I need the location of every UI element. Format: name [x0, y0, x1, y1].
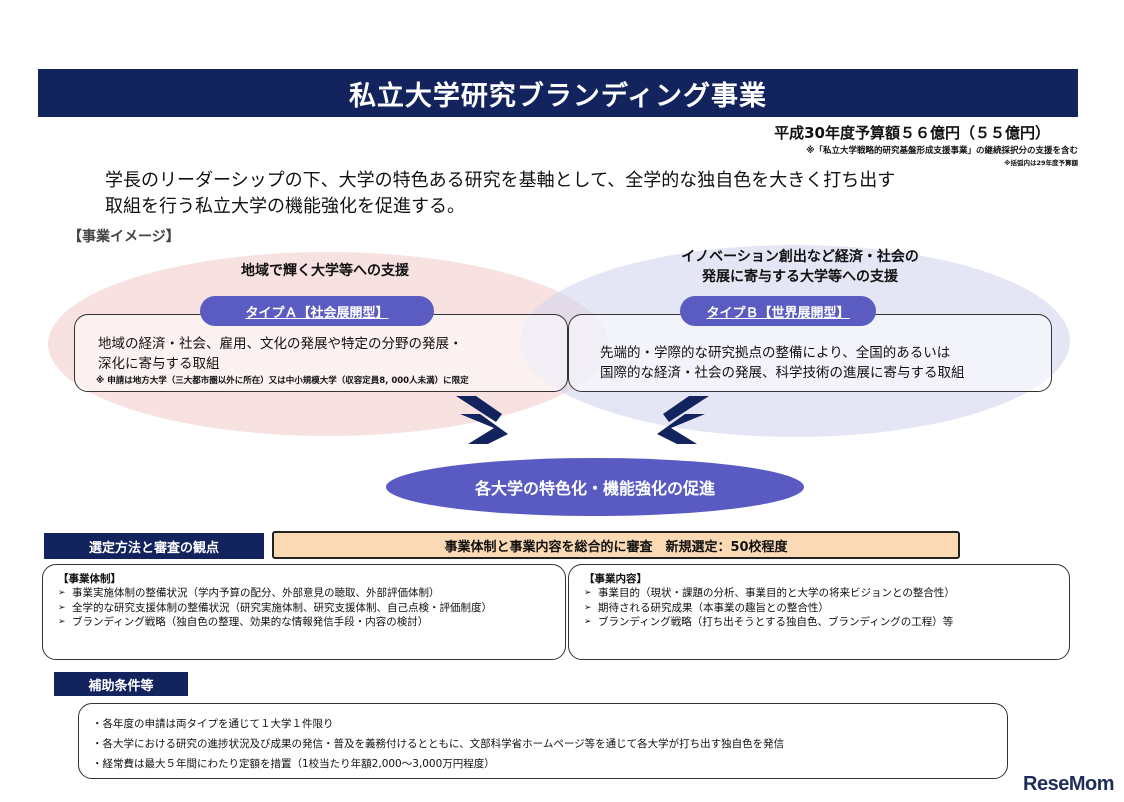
page-title: 私立大学研究ブランディング事業 [38, 69, 1078, 117]
aid-line: ・経常費は最大５年間にわたり定額を措置（1校当たり年額2,000～3,000万円… [92, 758, 495, 770]
aid-conditions-label: 補助条件等 [54, 672, 188, 696]
chevron-down-right-icon [456, 396, 508, 444]
budget-amount: 平成30年度予算額５６億円（５５億円） [774, 124, 1050, 142]
budget-footnote: ※括弧内は29年度予算額 [1004, 159, 1078, 167]
criteria-structure-title: 【事業体制】 [58, 573, 121, 585]
watermark-logo: ReseMom [1023, 773, 1114, 795]
type-b-heading-line: 発展に寄与する大学等への支援 [702, 269, 898, 285]
aid-conditions-box [78, 703, 1008, 779]
type-a-label: タイプＡ【社会展開型】 [200, 296, 434, 326]
type-b-heading: イノベーション創出など経済・社会の 発展に寄与する大学等への支援 [600, 247, 1000, 287]
list-item: 事業実施体制の整備状況（学内予算の配分、外部意見の聴取、外部評価体制） [58, 586, 558, 601]
type-b-desc-line: 先端的・学際的な研究拠点の整備により、全国的あるいは [600, 345, 951, 361]
section-label: 【事業イメージ】 [68, 229, 180, 245]
intro-line: 学長のリーダーシップの下、大学の特色ある研究を基軸として、全学的な独自色を大きく… [105, 170, 896, 191]
type-a-box [74, 314, 568, 392]
type-a-note: ※ 申請は地方大学（三大都市圏以外に所在）又は中小規模大学（収容定員8, 000… [96, 376, 469, 386]
aid-conditions: ・各年度の申請は両タイプを通じて１大学１件限り ・各大学における研究の進捗状況及… [92, 714, 992, 774]
criteria-structure-list: 事業実施体制の整備状況（学内予算の配分、外部意見の聴取、外部評価体制） 全学的な… [58, 586, 558, 630]
budget-note: ※「私立大学戦略的研究基盤形成支援事業」の継続採択分の支援を含む [806, 146, 1078, 156]
type-a-desc-line: 深化に寄与する取組 [98, 356, 220, 372]
list-item: 事業目的（現状・課題の分析、事業目的と大学の将来ビジョンとの整合性） [584, 586, 1054, 601]
list-item: ブランディング戦略（打ち出そうとする独自色、ブランディングの工程）等 [584, 615, 1054, 630]
type-a-description: 地域の経済・社会、雇用、文化の発展や特定の分野の発展・ 深化に寄与する取組 [98, 334, 463, 374]
type-b-label: タイプＢ【世界展開型】 [680, 296, 876, 326]
list-item: 全学的な研究支援体制の整備状況（研究実施体制、研究支援体制、自己点検・評価制度） [58, 601, 558, 616]
criteria-content-title: 【事業内容】 [584, 573, 647, 585]
list-item: 期待される研究成果（本事業の趣旨との整合性） [584, 601, 1054, 616]
intro-line: 取組を行う私立大学の機能強化を促進する。 [105, 196, 465, 217]
selection-summary: 事業体制と事業内容を総合的に審査 新規選定：50校程度 [272, 531, 960, 559]
type-b-description: 先端的・学際的な研究拠点の整備により、全国的あるいは 国際的な経済・社会の発展、… [600, 343, 965, 383]
aid-line: ・各年度の申請は両タイプを通じて１大学１件限り [92, 718, 334, 730]
goal-ellipse: 各大学の特色化・機能強化の促進 [386, 458, 804, 516]
type-b-heading-line: イノベーション創出など経済・社会の [681, 249, 919, 265]
type-b-desc-line: 国際的な経済・社会の発展、科学技術の進展に寄与する取組 [600, 365, 965, 381]
type-a-desc-line: 地域の経済・社会、雇用、文化の発展や特定の分野の発展・ [98, 336, 463, 352]
criteria-content-list: 事業目的（現状・課題の分析、事業目的と大学の将来ビジョンとの整合性） 期待される… [584, 586, 1054, 630]
selection-label: 選定方法と審査の観点 [44, 533, 264, 559]
criteria-content: 【事業内容】 事業目的（現状・課題の分析、事業目的と大学の将来ビジョンとの整合性… [584, 571, 1054, 630]
list-item: ブランディング戦略（独自色の整理、効果的な情報発信手段・内容の検討） [58, 615, 558, 630]
intro-text: 学長のリーダーシップの下、大学の特色ある研究を基軸として、全学的な独自色を大きく… [105, 168, 1045, 220]
type-a-heading: 地域で輝く大学等への支援 [241, 263, 409, 279]
chevron-down-left-icon [657, 396, 709, 444]
criteria-structure: 【事業体制】 事業実施体制の整備状況（学内予算の配分、外部意見の聴取、外部評価体… [58, 571, 558, 630]
aid-line: ・各大学における研究の進捗状況及び成果の発信・普及を義務付けるとともに、文部科学… [92, 738, 785, 750]
